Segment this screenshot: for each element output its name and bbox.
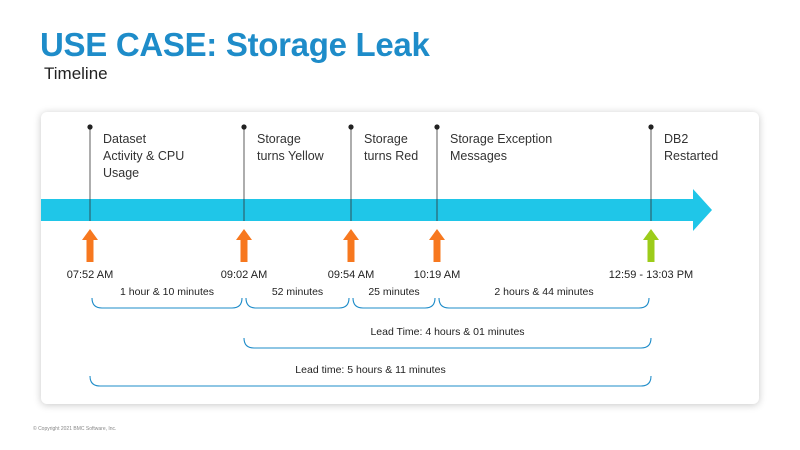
lead-time-bracket bbox=[89, 375, 652, 387]
event-dot bbox=[87, 124, 93, 130]
lead-time-label: Lead Time: 4 hours & 01 minutes bbox=[370, 326, 525, 338]
duration-label: 2 hours & 44 minutes bbox=[494, 286, 594, 298]
timeline-card bbox=[41, 112, 759, 404]
timeline-arrow bbox=[41, 189, 712, 231]
duration-bracket bbox=[91, 297, 243, 309]
event-label: DB2 Restarted bbox=[664, 132, 719, 163]
lead-time-bracket bbox=[243, 337, 652, 349]
event-time: 09:54 AM bbox=[327, 269, 375, 281]
event-time: 07:52 AM bbox=[66, 269, 114, 281]
event-label: Dataset Activity & CPU Usage bbox=[103, 132, 185, 180]
event-label: Storage turns Yellow bbox=[257, 132, 324, 163]
duration-bracket bbox=[245, 297, 350, 309]
up-arrow-icon bbox=[82, 229, 98, 262]
event-dot bbox=[648, 124, 654, 130]
duration-label: 1 hour & 10 minutes bbox=[120, 286, 214, 298]
duration-label: 52 minutes bbox=[271, 286, 324, 298]
duration-bracket bbox=[438, 297, 650, 309]
slide-title: USE CASE: Storage Leak bbox=[40, 26, 430, 63]
up-arrow-icon bbox=[429, 229, 445, 262]
duration-label: 25 minutes bbox=[368, 286, 420, 298]
event-time: 09:02 AM bbox=[220, 269, 268, 281]
up-arrow-icon bbox=[236, 229, 252, 262]
slide-subtitle: Timeline bbox=[44, 64, 108, 83]
up-arrow-icon bbox=[343, 229, 359, 262]
duration-bracket bbox=[352, 297, 436, 309]
event-dot bbox=[348, 124, 354, 130]
event-label: Storage turns Red bbox=[364, 132, 419, 163]
event-time: 12:59 - 13:03 PM bbox=[608, 269, 694, 281]
up-arrow-icon bbox=[643, 229, 659, 262]
event-label: Storage Exception Messages bbox=[450, 132, 553, 163]
event-time: 10:19 AM bbox=[413, 269, 461, 281]
copyright-notice: © Copyright 2021 BMC Software, Inc. bbox=[33, 426, 117, 432]
lead-time-label: Lead time: 5 hours & 11 minutes bbox=[295, 364, 446, 376]
event-dot bbox=[241, 124, 247, 130]
event-dot bbox=[434, 124, 440, 130]
